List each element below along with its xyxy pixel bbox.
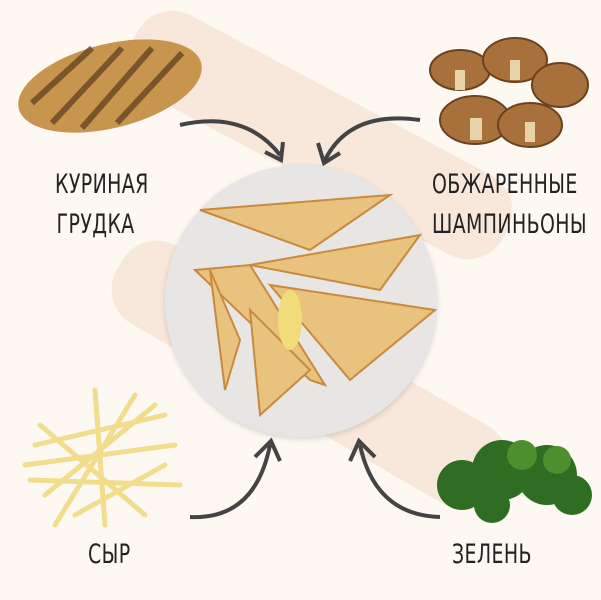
arrow-icon bbox=[179, 119, 285, 164]
cheese-label: СЫР bbox=[88, 535, 131, 575]
cheese-label-text: СЫР bbox=[88, 539, 131, 570]
mushrooms-label-line2: ШАМПИНЬОНЫ bbox=[432, 209, 588, 240]
tortilla-triangles-image bbox=[192, 193, 438, 418]
chicken-label-line2: ГРУДКА bbox=[56, 209, 135, 240]
arrow-icon bbox=[316, 116, 421, 167]
mushrooms-label-line1: ОБЖАРЕННЫЕ bbox=[432, 169, 578, 200]
mushrooms-image bbox=[429, 37, 589, 148]
mushrooms-label: ОБЖАРЕННЫЕ ШАМПИНЬОНЫ bbox=[432, 165, 587, 245]
greens-image bbox=[437, 440, 592, 523]
greens-label-text: ЗЕЛЕНЬ bbox=[452, 539, 532, 570]
arrow-icon bbox=[348, 437, 441, 519]
greens-label: ЗЕЛЕНЬ bbox=[452, 535, 532, 575]
chicken-label: КУРИНАЯ ГРУДКА bbox=[55, 165, 149, 245]
chicken-label-line1: КУРИНАЯ bbox=[55, 169, 149, 200]
arrow-icon bbox=[189, 437, 282, 520]
chicken-breast-image bbox=[18, 39, 202, 133]
grated-cheese-image bbox=[22, 387, 183, 528]
